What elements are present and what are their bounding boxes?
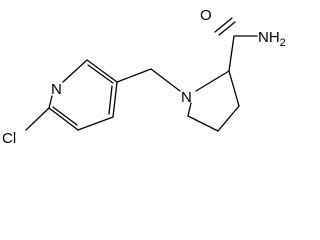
bond-ch2-ring — [116, 68, 152, 83]
bond-py-c2-n — [48, 95, 53, 109]
chlorine-label: Cl — [2, 130, 16, 147]
bond-py-c4-c3 — [77, 116, 114, 131]
bond-py-c5-c4 — [112, 81, 118, 118]
structure-canvas: O NH2 N N Cl — [2, 7, 286, 147]
bond-n1-c2 — [195, 70, 230, 92]
ring-nitrogen-label: N — [181, 89, 192, 106]
molecule-diagram: O NH2 N N Cl — [2, 7, 286, 147]
oxygen-label: O — [200, 7, 212, 24]
bond-py-c6-c5-inner — [87, 64, 114, 84]
amide-h-subscript: 2 — [280, 37, 286, 49]
amide-nitrogen-label: NH2 — [258, 29, 286, 49]
bond-c4-c5 — [187, 115, 219, 132]
bond-c-o-1 — [214, 17, 233, 33]
bond-py-n-c6 — [62, 59, 88, 83]
bond-c3-c4 — [217, 105, 240, 132]
bond-py-c3-c2 — [48, 107, 79, 131]
bond-c2-c3 — [228, 70, 240, 107]
bond-py-c3-c2-inner — [52, 106, 78, 126]
bond-py-c5-c4-inner — [108, 85, 113, 115]
pyridine-nitrogen-label: N — [51, 81, 62, 98]
bond-c-o-2 — [218, 21, 236, 36]
bond-c5-n1 — [187, 102, 192, 117]
bond-py-c6-c5 — [86, 59, 118, 83]
bond-c2-carbonyl — [228, 35, 235, 72]
bond-c-cl — [25, 107, 50, 131]
bond-n1-ch2 — [150, 68, 181, 92]
